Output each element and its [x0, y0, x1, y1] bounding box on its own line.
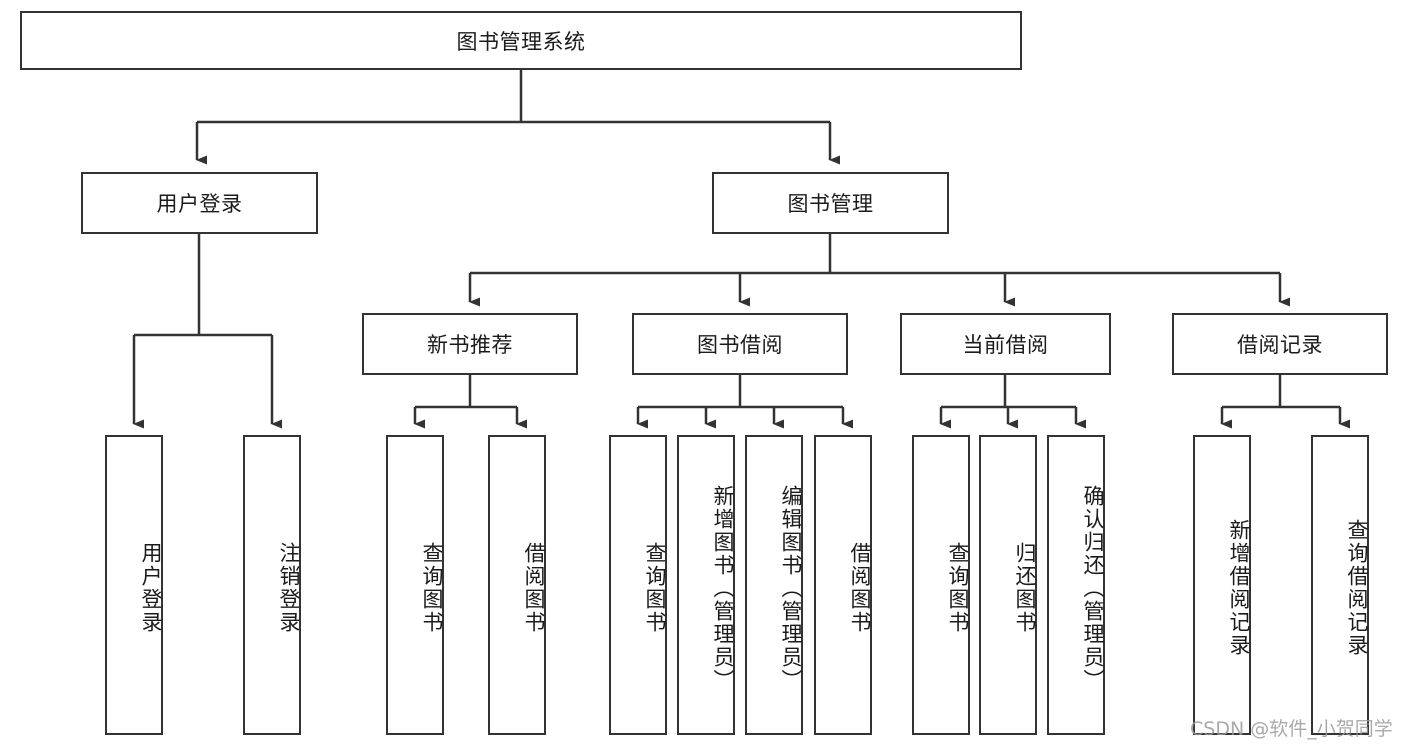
node-label: 借阅图书	[848, 542, 872, 634]
leaf-user-login-signin[interactable]: 用户登录	[105, 435, 163, 735]
leaf-user-login-signout[interactable]: 注销登录	[243, 435, 301, 735]
node-current-borrow[interactable]: 当前借阅	[900, 313, 1111, 375]
node-label: 查询图书	[420, 542, 444, 634]
leaf-book-borrow-lend-book[interactable]: 借阅图书	[814, 435, 872, 735]
leaf-book-borrow-edit-book-admin[interactable]: 编辑图书（管理员）	[745, 435, 803, 735]
node-label: 新增图书（管理员）	[711, 484, 735, 692]
leaf-current-borrow-return-book[interactable]: 归还图书	[979, 435, 1037, 735]
node-borrow-record[interactable]: 借阅记录	[1172, 313, 1388, 375]
leaf-current-borrow-query-book[interactable]: 查询图书	[912, 435, 970, 735]
node-label: 图书管理	[787, 192, 874, 216]
node-label: 确认归还（管理员）	[1081, 484, 1105, 692]
leaf-borrow-record-query-record[interactable]: 查询借阅记录	[1311, 435, 1369, 735]
leaf-book-borrow-query-book[interactable]: 查询图书	[609, 435, 667, 735]
node-label: 图书借阅	[697, 333, 783, 357]
node-label: 编辑图书（管理员）	[779, 484, 803, 692]
node-book-management[interactable]: 图书管理	[712, 172, 949, 234]
node-label: 借阅图书	[522, 542, 546, 634]
node-label: 新增借阅记录	[1227, 519, 1251, 657]
node-label: 归还图书	[1013, 542, 1037, 634]
leaf-new-book-borrow-book[interactable]: 借阅图书	[488, 435, 546, 735]
node-label: 当前借阅	[962, 333, 1049, 357]
node-label: 用户登录	[139, 542, 163, 634]
node-label: 查询图书	[643, 542, 667, 634]
leaf-current-borrow-confirm-return-admin[interactable]: 确认归还（管理员）	[1047, 435, 1105, 735]
csdn-watermark: CSDN @软件_小贺同学	[1190, 718, 1393, 740]
node-label: 借阅记录	[1237, 333, 1323, 357]
node-label: 注销登录	[277, 542, 301, 634]
leaf-borrow-record-add-record[interactable]: 新增借阅记录	[1193, 435, 1251, 735]
node-user-login[interactable]: 用户登录	[81, 172, 318, 234]
node-label: 用户登录	[156, 192, 243, 216]
leaf-new-book-query-book[interactable]: 查询图书	[386, 435, 444, 735]
leaf-book-borrow-add-book-admin[interactable]: 新增图书（管理员）	[677, 435, 735, 735]
node-label: 查询借阅记录	[1345, 519, 1369, 657]
node-label: 图书管理系统	[456, 29, 586, 54]
node-root-book-management-system[interactable]: 图书管理系统	[20, 11, 1022, 70]
node-label: 新书推荐	[427, 333, 513, 357]
node-new-book-recommend[interactable]: 新书推荐	[362, 313, 578, 375]
node-label: 查询图书	[946, 542, 970, 634]
node-book-borrow[interactable]: 图书借阅	[632, 313, 848, 375]
